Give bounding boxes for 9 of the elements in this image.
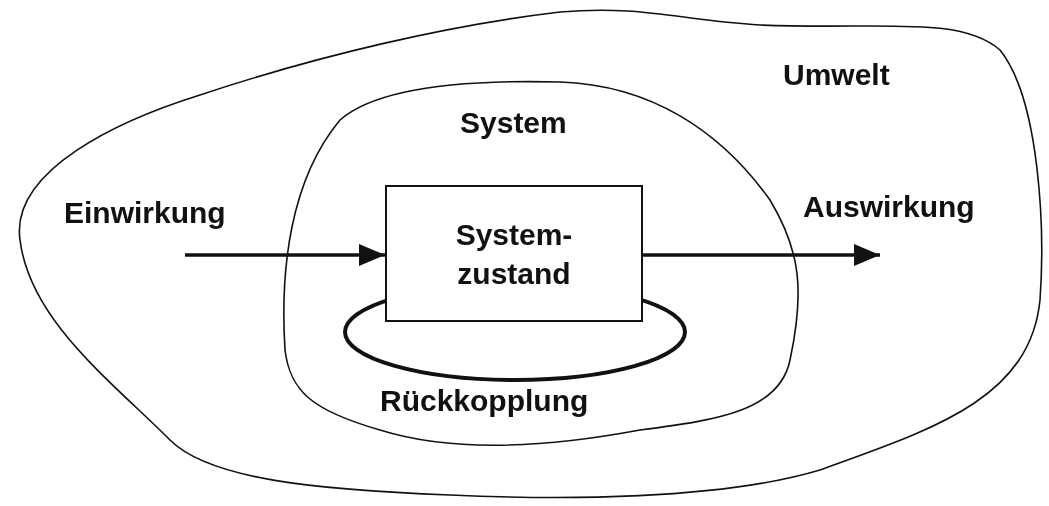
region-label: System	[460, 106, 567, 141]
region-label: Umwelt	[783, 58, 890, 93]
box-label: System- zustand	[454, 216, 574, 292]
loop-label: Rückkopplung	[380, 384, 589, 419]
flow-label: Einwirkung	[64, 196, 226, 231]
flow-label: Auswirkung	[803, 190, 975, 225]
arrow	[185, 244, 385, 266]
state-box	[385, 185, 643, 322]
arrow	[643, 244, 880, 266]
